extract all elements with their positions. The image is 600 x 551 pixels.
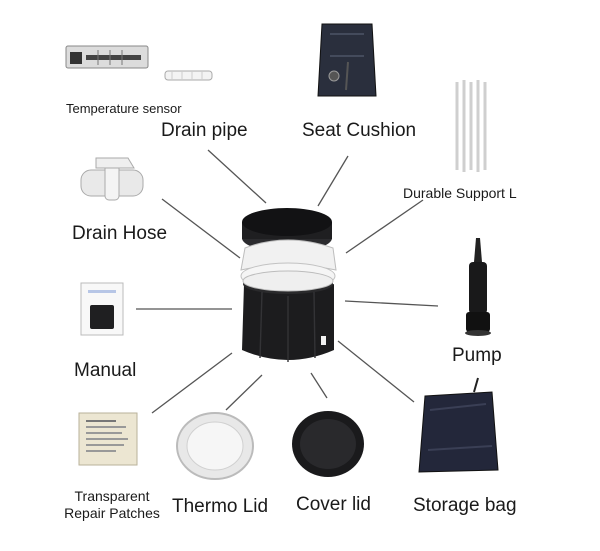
- label-storage-bag: Storage bag: [413, 495, 517, 516]
- label-drain-pipe: Drain pipe: [161, 120, 248, 141]
- thermo-lid-image: [176, 412, 254, 480]
- label-manual: Manual: [74, 360, 137, 381]
- label-thermo-lid: Thermo Lid: [172, 496, 269, 517]
- label-temperature-sensor: Temperature sensor: [66, 101, 182, 116]
- line-repair-patches: [151, 352, 233, 414]
- label-transparent-repair-patches: Transparent Repair Patches: [64, 488, 160, 521]
- drain-pipe-image: [164, 70, 213, 81]
- pump-image: [465, 238, 491, 336]
- manual-image: [80, 282, 124, 336]
- label-seat-cushion: Seat Cushion: [302, 120, 417, 141]
- line-drain-pipe: [207, 149, 267, 204]
- connector-lines: [136, 149, 439, 414]
- drain-hose-image: [80, 157, 144, 201]
- repair-patches-image: [78, 412, 138, 466]
- line-thermo-lid: [225, 374, 263, 411]
- cover-lid-image: [292, 411, 364, 477]
- support-legs-image: [455, 80, 487, 172]
- line-storage-bag: [337, 340, 415, 403]
- line-drain-hose: [161, 198, 241, 259]
- ice-bath-tub-image: [240, 208, 337, 362]
- label-pump: Pump: [452, 345, 502, 366]
- temperature-sensor-image: [65, 45, 149, 69]
- line-support-legs: [345, 199, 424, 254]
- storage-bag-image: [418, 377, 499, 473]
- seat-cushion-image: [317, 23, 377, 97]
- label-drain-hose: Drain Hose: [72, 223, 168, 244]
- label-cover-lid: Cover lid: [296, 494, 371, 515]
- line-cover-lid: [310, 372, 328, 399]
- label-durable-support: Durable Support L: [403, 185, 517, 201]
- line-seat-cushion: [317, 155, 349, 207]
- line-pump: [344, 300, 439, 307]
